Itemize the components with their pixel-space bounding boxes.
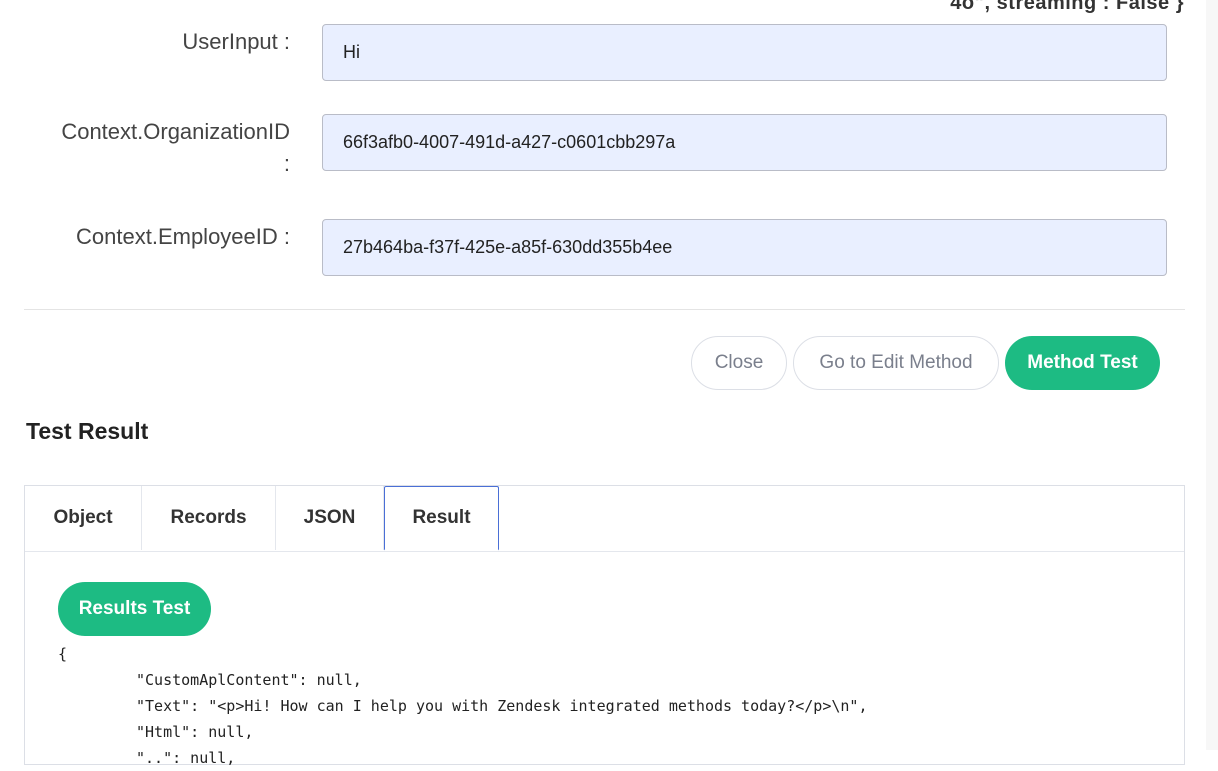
scrollbar-track[interactable] — [1206, 0, 1218, 750]
edit-method-button[interactable]: Go to Edit Method — [793, 336, 999, 390]
json-line: "CustomAplContent": null, — [136, 671, 362, 689]
organizationid-field[interactable] — [322, 114, 1167, 171]
tab-records[interactable]: Records — [142, 486, 276, 550]
field-label-employeeid: Context.EmployeeID : — [76, 224, 290, 249]
tab-json[interactable]: JSON — [276, 486, 384, 550]
tab-object[interactable]: Object — [25, 486, 142, 550]
section-divider — [24, 309, 1185, 310]
test-result-title: Test Result — [26, 418, 149, 444]
json-line: { — [58, 645, 68, 663]
field-label-userinput: UserInput : — [182, 29, 290, 54]
json-line: "..": null, — [136, 749, 236, 767]
tabs-bar: Object Records JSON Result — [25, 486, 1184, 552]
json-line: "Html": null, — [136, 723, 254, 741]
result-json-output: { "CustomAplContent": null, "Text": "<p>… — [58, 641, 868, 771]
method-test-button[interactable]: Method Test — [1005, 336, 1160, 390]
json-line: "Text": "<p>Hi! How can I help you with … — [136, 697, 868, 715]
employeeid-field[interactable] — [322, 219, 1167, 276]
result-tabs-panel: Object Records JSON Result Results Test … — [24, 485, 1185, 767]
results-test-button[interactable]: Results Test — [58, 582, 211, 636]
close-button[interactable]: Close — [691, 336, 787, 390]
tab-result[interactable]: Result — [384, 486, 499, 551]
header-fragment-text: 4o", streaming : False } — [950, 0, 1184, 14]
userinput-field[interactable] — [322, 24, 1167, 81]
field-label-organizationid: Context.OrganizationID : — [61, 119, 290, 176]
